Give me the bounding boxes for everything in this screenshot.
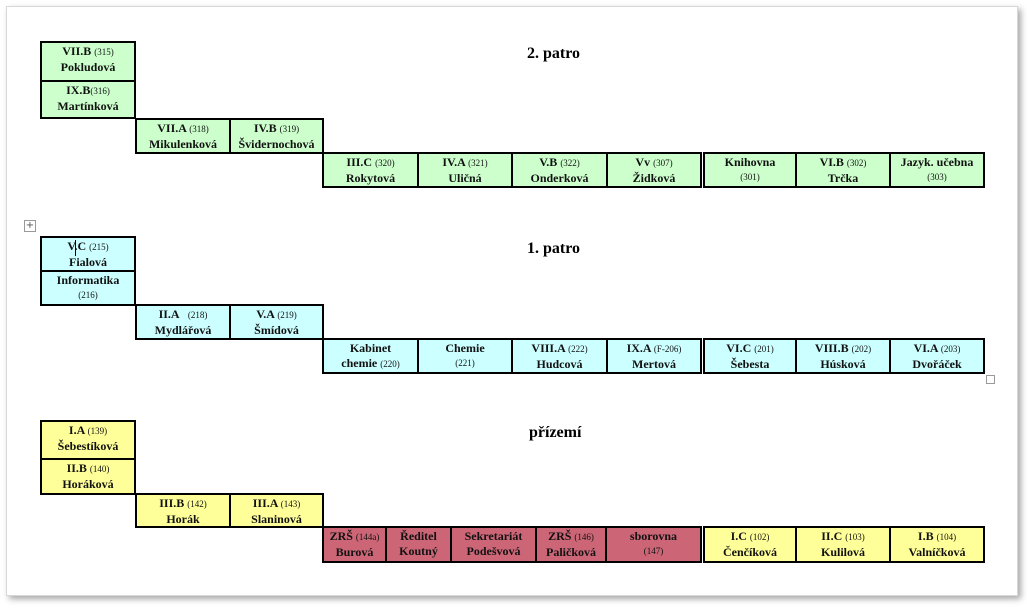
room-102: I.C (102) Čenčíková — [703, 526, 797, 563]
row-divider — [700, 338, 702, 374]
floor-title-first: 1. patro — [527, 240, 581, 257]
floor-title-ground: přízemí — [529, 424, 582, 441]
room-318: VII.A (318) Mikulenková — [135, 118, 231, 154]
room-144a: ZRŠ (144a) Burová — [322, 526, 387, 563]
room-147: sborovna (147) — [605, 526, 702, 563]
room-219: V.A (219) Šmídová — [229, 304, 324, 340]
floor-title-second: 2. patro — [527, 45, 581, 62]
room-315: VII.B (315) Pokludová — [40, 41, 136, 82]
room-220: Kabinet chemie (220) — [322, 338, 419, 374]
room-218: II.A (218) Mydlářová — [135, 304, 231, 340]
room-222: VIII.A (222) Hudcová — [511, 338, 608, 374]
room-302: VI.B (302) Trčka — [795, 152, 891, 188]
text-cursor — [75, 240, 76, 256]
room-140: II.B (140) Horáková — [40, 458, 136, 495]
room-307: Vv (307) Židková — [606, 152, 702, 188]
room-201: VI.C (201) Šebesta — [703, 338, 797, 374]
room-320: III.C (320) Rokytová — [322, 152, 419, 188]
room-316: IX.B(316) Martínková — [40, 80, 136, 119]
room-319: IV.B (319) Švidernochová — [229, 118, 324, 154]
room-F206: IX.A (F-206) Mertová — [606, 338, 702, 374]
table-move-handle-icon[interactable]: + — [24, 220, 36, 232]
room-322: V.B (322) Onderková — [511, 152, 608, 188]
room-215: V.C (215) Fialová — [40, 236, 136, 272]
room-sekretariat: Sekretariát Podešvová — [450, 526, 537, 563]
room-202: VIII.B (202) Húsková — [795, 338, 891, 374]
room-221: Chemie (221) — [417, 338, 513, 374]
room-142: III.B (142) Horák — [135, 493, 231, 528]
table-resize-handle-icon[interactable] — [986, 375, 995, 384]
room-146: ZRŠ (146) Paličková — [535, 526, 607, 563]
room-reditel: Ředitel Koutný — [385, 526, 452, 563]
room-203: VI.A (203) Dvořáček — [889, 338, 985, 374]
room-103: II.C (103) Kulilová — [795, 526, 891, 563]
room-216: Informatika (216) — [40, 270, 136, 306]
row-divider — [700, 526, 702, 563]
room-104: I.B (104) Valníčková — [889, 526, 985, 563]
row-divider — [700, 152, 702, 188]
room-321: IV.A (321) Uličná — [417, 152, 513, 188]
room-303: Jazyk. učebna (303) — [889, 152, 985, 188]
room-143: III.A (143) Slaninová — [229, 493, 324, 528]
room-301: Knihovna (301) — [703, 152, 797, 188]
room-139: I.A (139) Šebestíková — [40, 420, 136, 460]
